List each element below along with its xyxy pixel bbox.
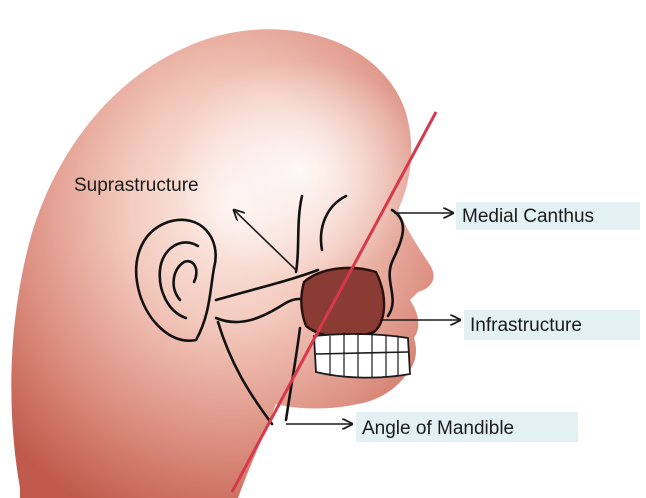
teeth (314, 334, 410, 378)
angle-of-mandible-annotation: Angle of Mandible (286, 412, 578, 442)
face-highlight (170, 60, 430, 280)
infrastructure-label: Infrastructure (470, 315, 582, 336)
medial-canthus-annotation: Medial Canthus (394, 202, 640, 230)
infrastructure-annotation: Infrastructure (380, 310, 640, 340)
medial-canthus-label: Medial Canthus (462, 206, 594, 227)
angle-of-mandible-label: Angle of Mandible (362, 418, 514, 439)
maxillary-sinus (301, 268, 384, 337)
suprastructure-label: Suprastructure (74, 175, 199, 196)
